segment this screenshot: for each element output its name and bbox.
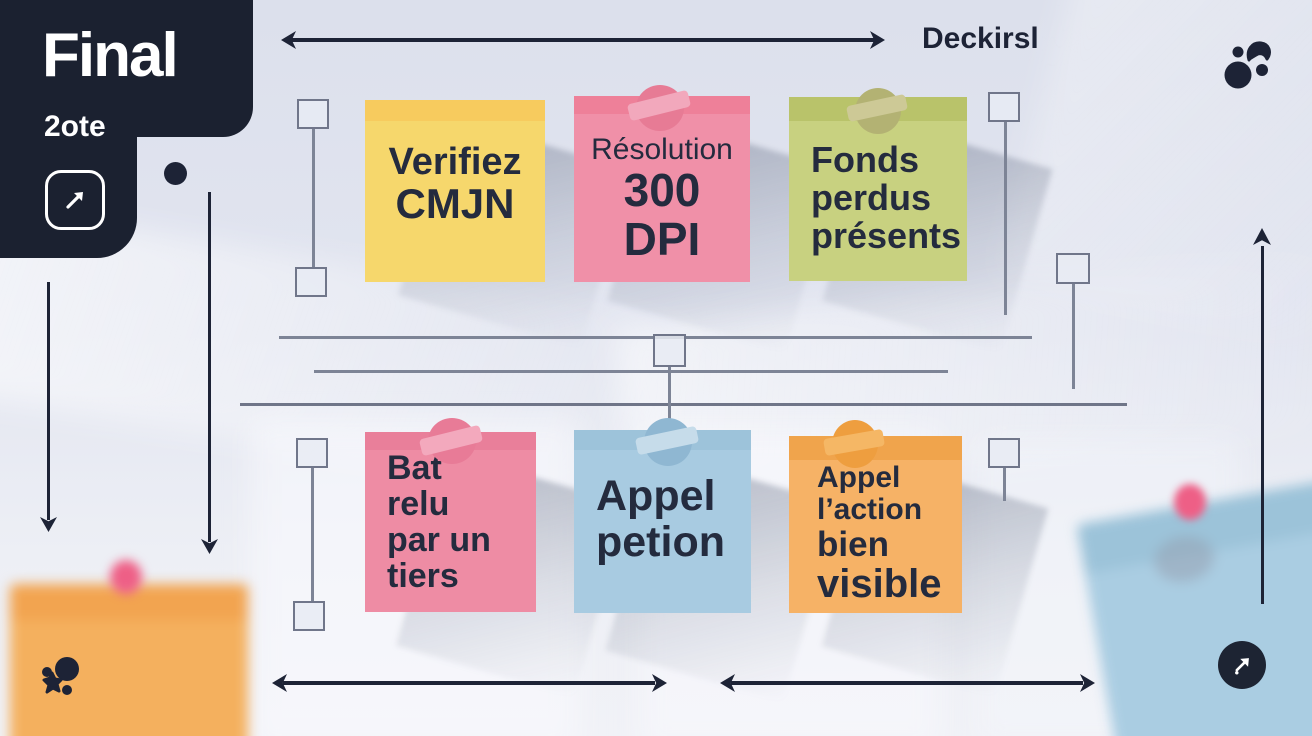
note-line: Résolution (591, 133, 733, 166)
note-top-strip (365, 100, 545, 121)
connector-square (653, 334, 686, 367)
connector-line (1004, 122, 1007, 315)
left-down-arrow-1 (47, 282, 50, 520)
top-double-arrow (290, 38, 876, 42)
blurred-sticky-note (10, 584, 248, 736)
connector-square (988, 438, 1020, 468)
connector-line (311, 468, 314, 601)
title-badge (0, 0, 137, 258)
sticky-note-bat-relu: Bat relu par un tiers (365, 432, 536, 612)
note-text: Verifiez CMJN (365, 100, 545, 227)
note-line: CMJN (395, 180, 515, 228)
connector-line (1072, 284, 1075, 389)
arrow-up-right-icon (66, 192, 83, 209)
note-line: présents (811, 215, 962, 257)
divider-line (314, 370, 948, 373)
note-line: Appel (596, 472, 716, 520)
note-line: tiers (387, 557, 459, 596)
pin-icon (110, 560, 142, 594)
note-text: Résolution 300 DPI (574, 96, 750, 263)
note-line: petion (596, 517, 725, 566)
connector-square (295, 267, 327, 297)
divider-line (240, 403, 1127, 406)
bottom-double-arrow-1 (283, 681, 655, 685)
note-text: Appel petion (574, 430, 751, 565)
note-line: Bat (387, 449, 442, 487)
arrow-up-right-box (45, 170, 105, 230)
connector-square (988, 92, 1020, 122)
connector-line (1003, 468, 1006, 501)
header-label: Deckirsl (922, 22, 1039, 55)
poster-title: Final (42, 21, 179, 90)
dots-star-cluster-icon (42, 657, 79, 695)
connector-line (312, 129, 315, 268)
note-line: visible (817, 561, 942, 606)
note-line: perdus (811, 177, 932, 219)
dot-marker (164, 162, 187, 185)
left-down-arrow-2 (208, 192, 211, 542)
sticky-note-fonds-perdus: Fonds perdus présents (789, 97, 967, 281)
sticky-note-verifiez-cmjn: Verifiez CMJN (365, 100, 545, 282)
bottom-double-arrow-2 (731, 681, 1083, 685)
note-line: Appel (817, 461, 901, 494)
connector-square (1056, 253, 1090, 284)
poster-subtitle: 2ote (44, 110, 106, 143)
sticky-note-appel-action: Appel l’action bien visible (789, 436, 962, 613)
pin-icon (1174, 484, 1206, 520)
connector-square (296, 438, 328, 468)
arrow-up-right-circle-button (1218, 641, 1266, 689)
note-text: Bat relu par un tiers (365, 432, 536, 594)
note-line: l’action (817, 492, 923, 526)
note-line: Fonds (811, 139, 919, 180)
note-line: DPI (623, 212, 701, 265)
connector-line (668, 366, 671, 430)
note-text: Fonds perdus présents (789, 97, 967, 255)
note-line: relu (387, 485, 450, 524)
note-line: 300 (623, 163, 701, 216)
connector-square (293, 601, 325, 631)
arrow-up-right-icon (1235, 658, 1249, 675)
right-up-arrow (1261, 246, 1264, 604)
dots-arrow-cluster-icon (1224, 41, 1271, 89)
note-line: par un (387, 521, 491, 560)
note-text: Appel l’action bien visible (789, 436, 962, 605)
connector-square (297, 99, 329, 129)
note-line: Verifiez (388, 141, 522, 183)
note-line: bien (817, 524, 889, 564)
